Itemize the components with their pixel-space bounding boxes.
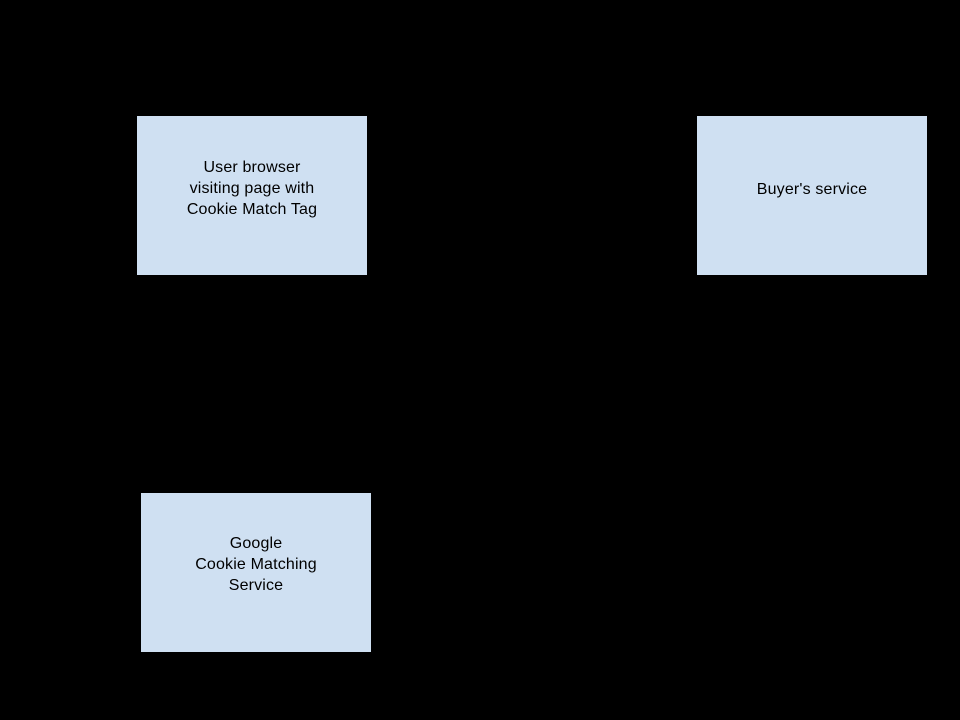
diagram-node-google-cookie-matching-service[interactable]: Google Cookie Matching Service bbox=[140, 492, 372, 653]
diagram-node-buyers-service-label: Buyer's service bbox=[756, 181, 868, 198]
diagram-node-user-browser[interactable]: User browser visiting page with Cookie M… bbox=[136, 115, 368, 276]
diagram-node-google-cookie-matching-service-label: Google Cookie Matching Service bbox=[195, 535, 317, 594]
diagram-node-user-browser-label: User browser visiting page with Cookie M… bbox=[186, 159, 318, 218]
diagram-node-buyers-service[interactable]: Buyer's service bbox=[696, 115, 928, 276]
